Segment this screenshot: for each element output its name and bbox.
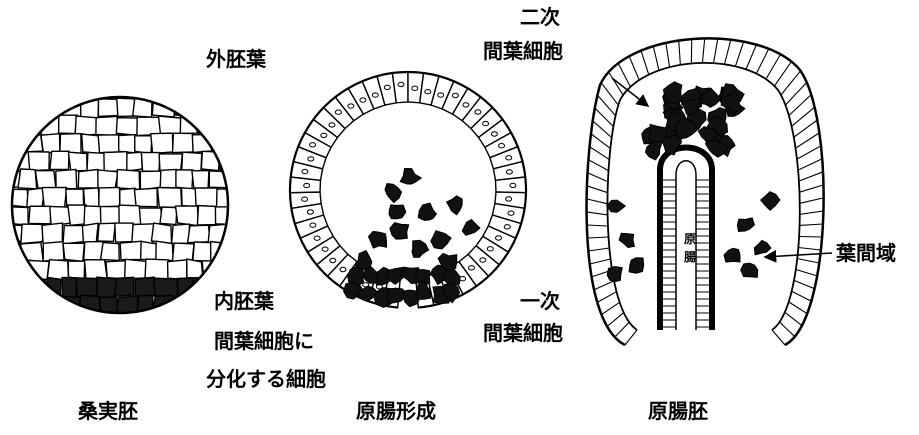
primary-mesenchyme-cell bbox=[418, 203, 436, 220]
mesenchyme-cell bbox=[607, 267, 622, 282]
gastrulation-drawing bbox=[290, 72, 526, 308]
ectoderm-label: 外胚葉 bbox=[206, 48, 266, 70]
mesenchyme-precursor-label-line2: 分化する細胞 bbox=[206, 368, 326, 390]
archenteron-label-char1: 原 bbox=[684, 232, 696, 246]
morula-drawing bbox=[2, 97, 252, 316]
primary-mesenchyme-label-line2: 間葉細胞 bbox=[483, 322, 563, 344]
primary-mesenchyme-cell bbox=[390, 223, 409, 239]
caption-gastrulation: 原腸形成 bbox=[356, 400, 436, 422]
mesenchyme-precursor-label-line1: 間葉細胞に bbox=[214, 330, 314, 352]
primary-mesenchyme-cell bbox=[447, 196, 462, 215]
primary-mesenchyme-cell bbox=[369, 232, 387, 249]
blastocoel-label: 葉間域 bbox=[836, 242, 896, 264]
endoderm-label: 内胚葉 bbox=[214, 290, 274, 312]
mesenchyme-cell bbox=[741, 263, 758, 277]
primary-mesenchyme-cell bbox=[400, 169, 421, 184]
morula-cells bbox=[2, 97, 252, 316]
archenteron-label-char2: 腸 bbox=[684, 250, 696, 264]
primary-mesenchyme-cell bbox=[355, 251, 372, 270]
primary-mesenchyme-cell bbox=[412, 240, 428, 257]
caption-morula: 桑実胚 bbox=[78, 400, 138, 422]
primary-mesenchyme-cell bbox=[385, 184, 401, 203]
primary-mesenchyme-cell bbox=[462, 220, 479, 236]
primary-mesenchyme-label-line1: 一次 bbox=[500, 290, 580, 312]
caption-gastrula: 原腸胚 bbox=[648, 400, 708, 422]
primary-mesenchyme-cell bbox=[389, 205, 406, 219]
mesenchyme-cell bbox=[629, 258, 644, 273]
primary-mesenchyme-cell bbox=[431, 231, 451, 249]
secondary-mesenchyme-label-line2: 間葉細胞 bbox=[483, 40, 563, 62]
secondary-mesenchyme-label-line1: 二次 bbox=[500, 6, 580, 28]
